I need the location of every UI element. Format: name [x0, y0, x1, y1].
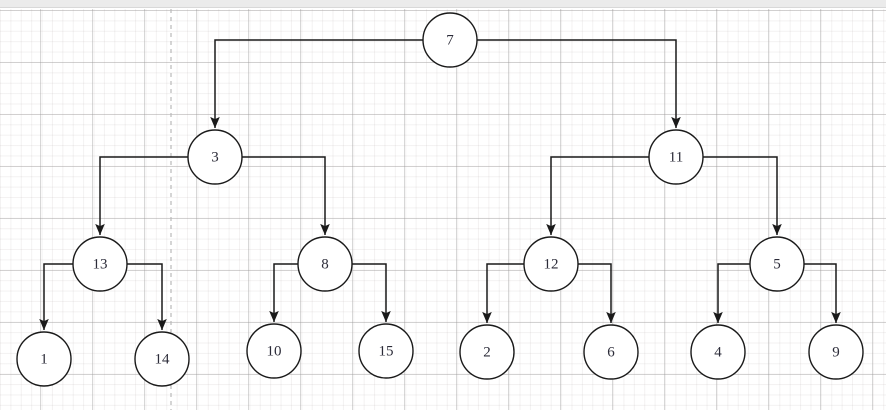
node-circle-15[interactable] — [358, 323, 414, 379]
tree-edge-3-to-8 — [242, 156, 330, 236]
tree-edge-5-to-4 — [713, 263, 750, 324]
node-label-6: 6 — [607, 345, 615, 361]
node-label-15: 15 — [379, 344, 394, 360]
node-circle-12[interactable] — [523, 236, 579, 292]
node-label-11: 11 — [669, 150, 683, 166]
tree-node-12[interactable]: 12 — [523, 236, 579, 292]
node-circle-3[interactable] — [187, 129, 243, 185]
tree-edge-13-to-1 — [39, 263, 73, 331]
node-circle-13[interactable] — [72, 236, 128, 292]
tree-edge-5-to-9 — [804, 263, 841, 324]
node-label-8: 8 — [321, 257, 329, 273]
tree-node-3[interactable]: 3 — [187, 129, 243, 185]
node-circle-6[interactable] — [583, 324, 639, 380]
node-circle-2[interactable] — [459, 324, 515, 380]
node-circle-1[interactable] — [16, 331, 72, 387]
tree-edge-11-to-5 — [703, 156, 782, 236]
tree-node-6[interactable]: 6 — [583, 324, 639, 380]
tree-edge-7-to-3 — [210, 39, 423, 129]
tree-node-14[interactable]: 14 — [134, 331, 190, 387]
tree-node-7[interactable]: 7 — [422, 12, 478, 68]
tree-edge-12-to-6 — [578, 263, 616, 324]
tree-node-2[interactable]: 2 — [459, 324, 515, 380]
node-label-13: 13 — [93, 257, 108, 273]
node-circle-11[interactable] — [648, 129, 704, 185]
tree-node-13[interactable]: 13 — [72, 236, 128, 292]
tree-edge-11-to-12 — [546, 156, 649, 236]
node-circle-14[interactable] — [134, 331, 190, 387]
node-circle-7[interactable] — [422, 12, 478, 68]
node-label-4: 4 — [714, 345, 722, 361]
node-circle-5[interactable] — [749, 236, 805, 292]
node-label-14: 14 — [155, 352, 171, 368]
tree-edge-7-to-11 — [477, 39, 681, 129]
tree-node-11[interactable]: 11 — [648, 129, 704, 185]
node-label-3: 3 — [211, 150, 219, 166]
tree-edge-12-to-2 — [482, 263, 524, 324]
tree-node-10[interactable]: 10 — [246, 323, 302, 379]
node-label-10: 10 — [267, 344, 282, 360]
node-label-5: 5 — [773, 257, 781, 273]
node-label-1: 1 — [40, 352, 48, 368]
node-circle-9[interactable] — [808, 324, 864, 380]
node-label-9: 9 — [832, 345, 840, 361]
nodes-layer[interactable]: 7 3 11 13 8 12 5 1 14 10 15 2 6 4 9 — [16, 12, 864, 387]
tree-node-1[interactable]: 1 — [16, 331, 72, 387]
window-topbar — [0, 0, 886, 8]
tree-edge-3-to-13 — [95, 156, 188, 236]
tree-node-5[interactable]: 5 — [749, 236, 805, 292]
tree-edge-8-to-10 — [269, 263, 298, 323]
node-circle-10[interactable] — [246, 323, 302, 379]
tree-node-8[interactable]: 8 — [297, 236, 353, 292]
tree-node-9[interactable]: 9 — [808, 324, 864, 380]
node-label-2: 2 — [483, 345, 491, 361]
tree-edge-8-to-15 — [352, 263, 391, 323]
tree-node-4[interactable]: 4 — [690, 324, 746, 380]
node-circle-4[interactable] — [690, 324, 746, 380]
edges-layer — [39, 39, 841, 331]
node-circle-8[interactable] — [297, 236, 353, 292]
node-label-7: 7 — [446, 33, 454, 49]
tree-node-15[interactable]: 15 — [358, 323, 414, 379]
tree-edge-13-to-14 — [127, 263, 167, 331]
node-label-12: 12 — [544, 257, 559, 273]
